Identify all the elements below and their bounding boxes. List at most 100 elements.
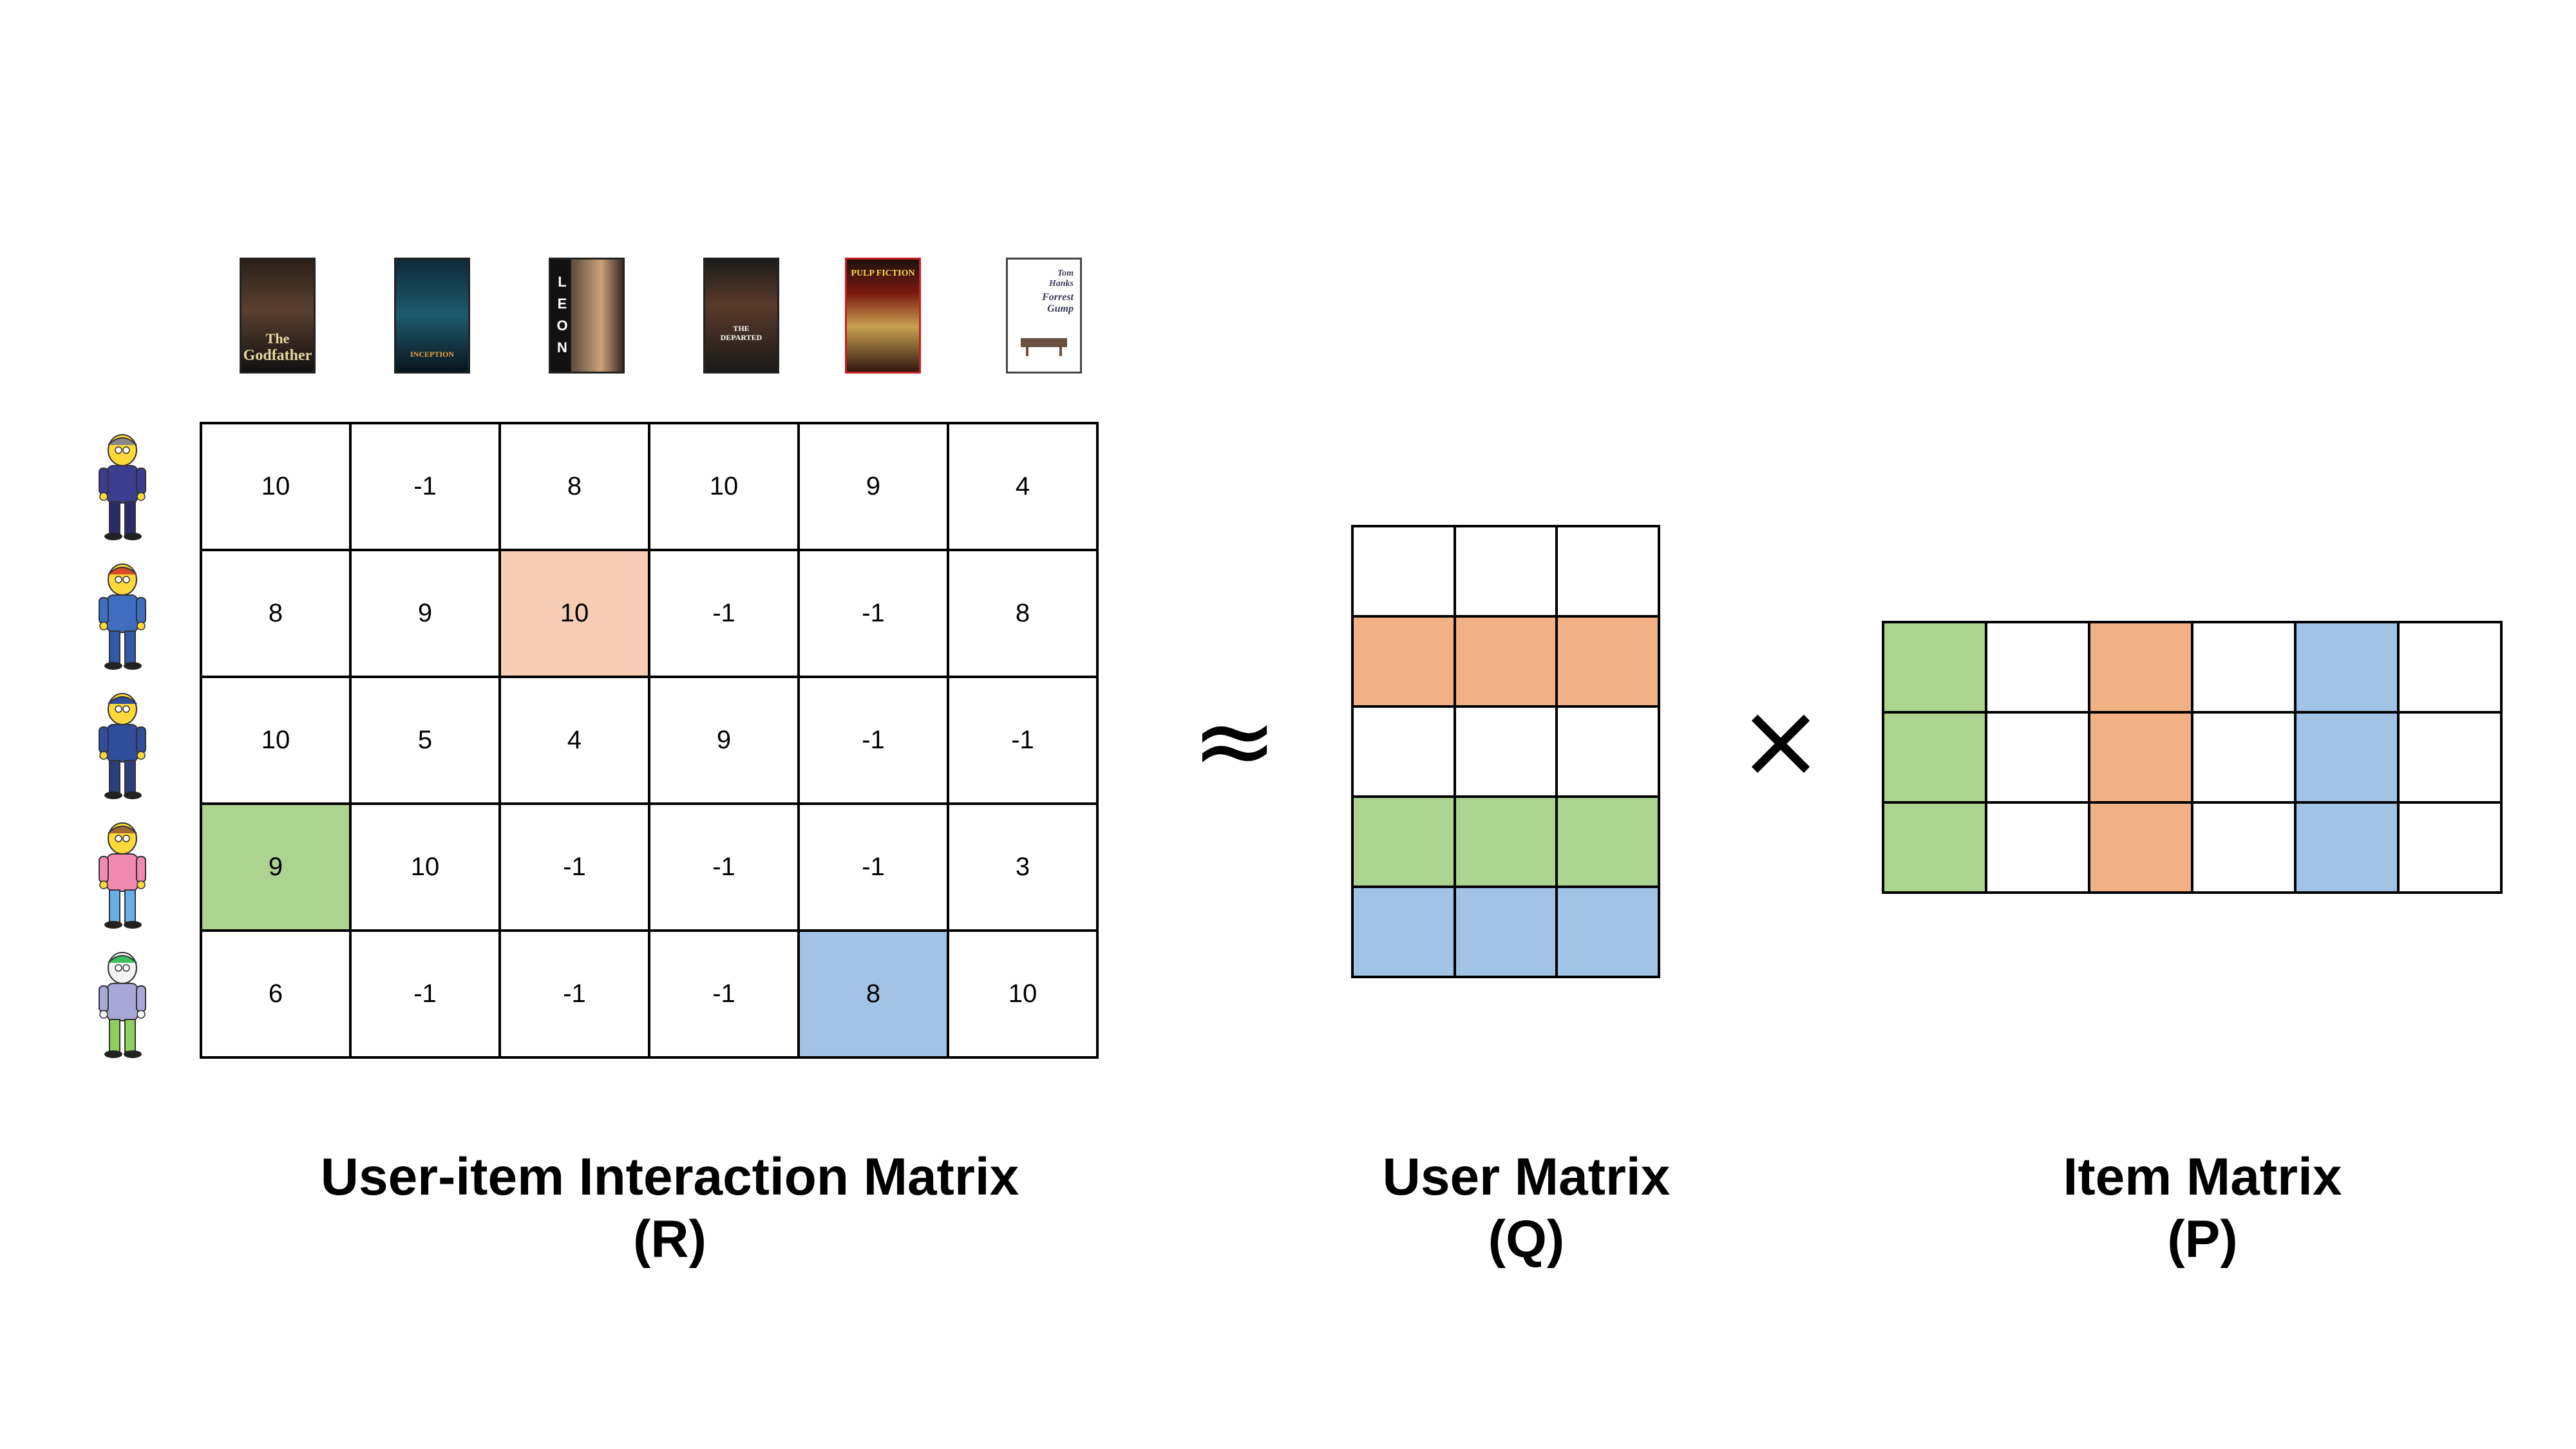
user-avatar-3-icon [82,690,166,802]
user-matrix-cell [1351,705,1456,798]
poster-title-line: Forrest [1042,292,1074,303]
pulp-fiction-poster-icon: PULP FICTION [845,258,921,374]
rating-cell: -1 [349,929,501,1059]
poster-title-line: DEPARTED [720,333,762,342]
caption-user-matrix-title: User Matrix [1382,1148,1671,1206]
rating-cell: -1 [797,802,949,932]
user-matrix-cell [1351,795,1456,888]
rating-cell: 9 [349,549,501,678]
item-matrix-cell [1985,801,2090,894]
rating-cell: 10 [200,422,352,551]
bench-legs [1026,347,1062,356]
bench-figure [1021,338,1067,347]
approx-operator: ≈ [1191,680,1278,800]
inception-poster-icon: INCEPTION [394,258,470,374]
user-matrix-cell [1555,795,1660,888]
user-avatar-1-icon [82,431,166,544]
user-avatar-2-icon [82,560,166,673]
rating-cell: -1 [947,676,1099,805]
item-matrix-cell [1882,621,1987,714]
rating-cell: 9 [648,676,800,805]
rating-cell: -1 [498,929,650,1059]
leon-poster-icon: LEON [549,258,625,374]
rating-cell: 4 [498,676,650,805]
rating-cell: 8 [947,549,1099,678]
user-matrix-cell [1555,615,1660,708]
poster-title-line: Gump [1047,303,1074,314]
rating-cell: 10 [648,422,800,551]
caption-interaction-matrix: User-item Interaction Matrix (R) [219,1146,1121,1271]
item-matrix-cell [2088,621,2193,714]
poster-title-line: The [265,330,290,346]
caption-user-matrix-symbol: (Q) [1488,1209,1565,1269]
caption-interaction-matrix-symbol: (R) [633,1209,706,1269]
user-matrix-cell [1351,615,1456,708]
item-matrix-cell [2294,621,2400,714]
caption-item-matrix: Item Matrix (P) [1971,1146,2434,1271]
item-matrix-cell [2397,801,2503,894]
rating-cell: -1 [349,422,501,551]
poster-title-line: Tom [1057,269,1074,278]
poster-title: LEON [556,274,568,355]
times-operator: × [1738,680,1824,800]
item-matrix-cell [2397,621,2503,714]
user-matrix-cell [1453,886,1558,978]
rating-cell: 3 [947,802,1099,932]
poster-title-line: INCEPTION [410,350,454,359]
rating-cell: 10 [947,929,1099,1059]
rating-cell: -1 [648,802,800,932]
user-matrix-q [1351,525,1669,989]
user-avatar-4-icon [82,819,166,932]
item-matrix-cell [2088,711,2193,804]
item-matrix-cell [1985,621,2090,714]
item-matrix-cell [2397,711,2503,804]
rating-cell: 10 [200,676,352,805]
rating-cell: -1 [797,549,949,678]
rating-cell: 10 [498,549,650,678]
rating-cell: 10 [349,802,501,932]
rating-cell: 8 [797,929,949,1059]
user-matrix-cell [1453,525,1558,618]
item-matrix-p [1882,621,2519,899]
item-matrix-cell [1882,801,1987,894]
rating-cell: 6 [200,929,352,1059]
user-matrix-cell [1453,795,1558,888]
rating-cell: 9 [200,802,352,932]
rating-cell: 4 [947,422,1099,551]
user-avatar-5-icon [82,949,166,1061]
item-matrix-cell [1985,711,2090,804]
rating-cell: 5 [349,676,501,805]
rating-cell: 8 [498,422,650,551]
rating-cell: -1 [797,676,949,805]
item-matrix-cell [1882,711,1987,804]
user-matrix-cell [1453,705,1558,798]
rating-cell: -1 [648,549,800,678]
caption-item-matrix-symbol: (P) [2167,1209,2238,1269]
item-matrix-cell [2191,711,2297,804]
poster-title-line: PULP FICTION [851,269,915,278]
user-matrix-cell [1453,615,1558,708]
user-matrix-cell [1555,525,1660,618]
caption-interaction-matrix-title: User-item Interaction Matrix [320,1148,1019,1206]
rating-cell: 9 [797,422,949,551]
caption-user-matrix: User Matrix (Q) [1294,1146,1758,1271]
item-matrix-cell [2088,801,2193,894]
rating-cell: -1 [498,802,650,932]
rating-cell: -1 [648,929,800,1059]
user-matrix-cell [1555,705,1660,798]
item-matrix-cell [2191,801,2297,894]
item-matrix-cell [2294,801,2400,894]
poster-title-line: Godfather [243,347,312,364]
item-matrix-cell [2191,621,2297,714]
user-matrix-cell [1351,886,1456,978]
poster-title-line: Hanks [1048,279,1074,289]
poster-title-line: THE [733,324,750,333]
item-matrix-cell [2294,711,2400,804]
user-matrix-cell [1555,886,1660,978]
caption-item-matrix-title: Item Matrix [2063,1148,2342,1206]
user-matrix-cell [1351,525,1456,618]
